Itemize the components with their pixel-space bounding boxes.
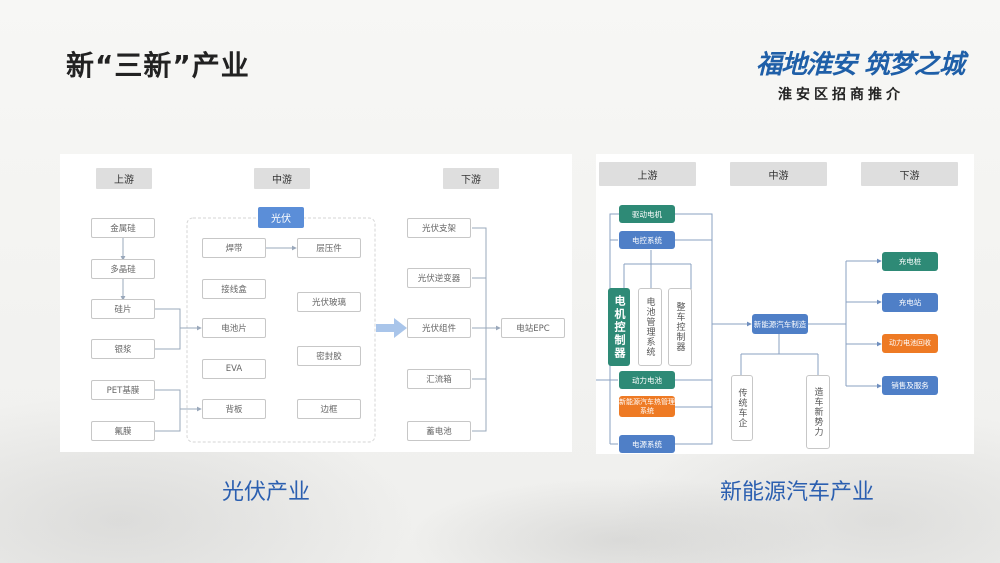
pv-upstream-node: 金属硅	[91, 218, 155, 238]
pv-downstream-node: 汇流箱	[407, 369, 471, 389]
pv-upstream-node: 硅片	[91, 299, 155, 319]
ev-motor-controller: 电机控制器	[608, 288, 630, 366]
pv-mid-node: 层压件	[297, 238, 361, 258]
ev-manufacturing: 新能源汽车制造	[752, 314, 808, 334]
pv-mid-node: 电池片	[202, 318, 266, 338]
pv-downstream-node: 光伏支架	[407, 218, 471, 238]
pv-mid-node: 边框	[297, 399, 361, 419]
pv-upstream-node: 多晶硅	[91, 259, 155, 279]
ev-power-battery: 动力电池	[619, 371, 675, 389]
ev-sales-service: 销售及服务	[882, 376, 938, 395]
ev-vehicle-controller: 整车控制器	[668, 288, 692, 366]
ev-power-system: 电源系统	[619, 435, 675, 453]
ev-battery-recycling: 动力电池回收	[882, 334, 938, 353]
ev-electric-control: 电控系统	[619, 231, 675, 249]
pv-header-midstream: 中游	[254, 168, 310, 189]
pv-diagram-panel: 上游 中游 下游 光伏 金属硅 多晶硅 硅片 银浆 PET基膜 氟膜 焊带 接线…	[60, 154, 572, 452]
pv-downstream-node: 蓄电池	[407, 421, 471, 441]
pv-mid-node: 接线盒	[202, 279, 266, 299]
pv-caption: 光伏产业	[222, 480, 311, 505]
logo-slogan: 福地淮安 筑梦之城	[756, 50, 965, 80]
pv-mid-node: 光伏玻璃	[297, 292, 361, 312]
logo-subtitle: 淮安区招商推介	[778, 87, 904, 103]
ev-header-midstream: 中游	[730, 162, 827, 186]
pv-mid-node: 密封胶	[297, 346, 361, 366]
ev-charging-pile: 充电桩	[882, 252, 938, 271]
ev-traditional-oem: 传统车企	[731, 375, 753, 441]
ev-header-downstream: 下游	[861, 162, 958, 186]
pv-mid-node: 焊带	[202, 238, 266, 258]
pv-upstream-node: 银浆	[91, 339, 155, 359]
page-title: 新“三新”产业	[66, 49, 250, 82]
ev-header-upstream: 上游	[599, 162, 696, 186]
pv-header-upstream: 上游	[96, 168, 152, 189]
pv-mid-title: 光伏	[258, 207, 304, 228]
pv-header-downstream: 下游	[443, 168, 499, 189]
pv-mid-node: EVA	[202, 359, 266, 379]
ev-bms: 电池管理系统	[638, 288, 662, 366]
ev-caption: 新能源汽车产业	[720, 480, 875, 505]
pv-final-node: 电站EPC	[501, 318, 565, 338]
pv-upstream-node: PET基膜	[91, 380, 155, 400]
pv-mid-node: 背板	[202, 399, 266, 419]
pv-upstream-node: 氟膜	[91, 421, 155, 441]
ev-charging-station: 充电站	[882, 293, 938, 312]
ev-diagram-panel: 上游 中游 下游 驱动电机 电控系统 电机控制器 电池管理系统 整车控制器 动力…	[596, 154, 974, 454]
pv-downstream-node: 光伏组件	[407, 318, 471, 338]
ev-new-forces: 造车新势力	[806, 375, 830, 449]
ev-drive-motor: 驱动电机	[619, 205, 675, 223]
ev-thermal-management: 新能源汽车热管理系统	[619, 396, 675, 417]
pv-downstream-node: 光伏逆变器	[407, 268, 471, 288]
